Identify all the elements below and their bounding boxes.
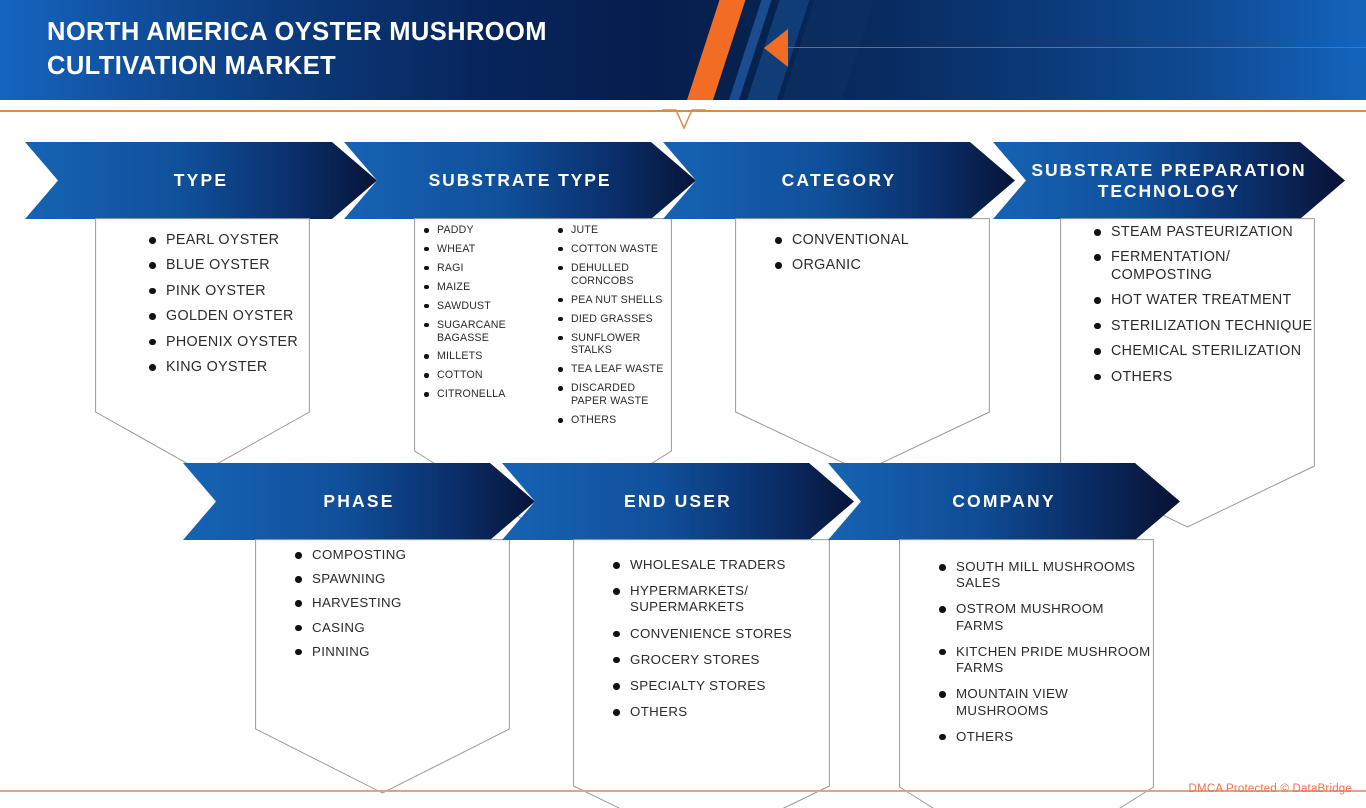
list-item: JUTE (556, 224, 668, 237)
list-item: WHOLESALE TRADERS (611, 557, 830, 573)
list-item: WHEAT (422, 243, 542, 256)
panel-outline (899, 539, 1154, 808)
list-item: GROCERY STORES (611, 652, 830, 668)
segment-item-list: CONVENTIONAL ORGANIC (773, 232, 990, 275)
segment-banner[interactable]: PHASE (183, 463, 535, 540)
divider-notch-icon (662, 109, 706, 130)
list-item: MOUNTAIN VIEW MUSHROOMS (937, 686, 1154, 718)
header-rule (788, 47, 1366, 49)
footer-credit: DMCA Protected © DataBridge (1188, 783, 1352, 795)
header-divider-rule (0, 110, 1366, 112)
segment-item-list: WHOLESALE TRADERS HYPERMARKETS/ SUPERMAR… (611, 557, 830, 721)
list-item: PINNING (293, 644, 510, 660)
segment-panel: WHOLESALE TRADERS HYPERMARKETS/ SUPERMAR… (573, 539, 830, 808)
list-item: SAWDUST (422, 300, 542, 313)
list-item: ORGANIC (773, 257, 990, 274)
segment-panel: PADDY WHEAT RAGI MAIZE SAWDUST SUGARCANE… (414, 218, 672, 533)
panel-outline (1060, 218, 1315, 528)
segment-panel: STEAM PASTEURIZATION FERMENTATION/ COMPO… (1060, 218, 1315, 528)
list-item: PINK OYSTER (147, 283, 310, 300)
list-item: OSTROM MUSHROOM FARMS (937, 601, 1154, 633)
list-item: MAIZE (422, 281, 542, 294)
list-item: RAGI (422, 262, 542, 275)
segment-item-list-col1: PADDY WHEAT RAGI MAIZE SAWDUST SUGARCANE… (422, 224, 542, 433)
segment-item-list: PEARL OYSTER BLUE OYSTER PINK OYSTER GOL… (147, 232, 310, 377)
segment-item-list-col2: JUTE COTTON WASTE DEHULLED CORNCOBS PEA … (556, 224, 668, 433)
segment-item-list: STEAM PASTEURIZATION FERMENTATION/ COMPO… (1092, 224, 1315, 386)
segment-banner[interactable]: END USER (502, 463, 854, 540)
list-item: COMPOSTING (293, 547, 510, 563)
segment-banner[interactable]: SUBSTRATE TYPE (344, 142, 696, 219)
list-item: KING OYSTER (147, 359, 310, 376)
list-item: CHEMICAL STERILIZATION (1092, 343, 1315, 360)
segment-item-list: COMPOSTING SPAWNING HARVESTING CASING PI… (293, 547, 510, 660)
list-item: CONVENIENCE STORES (611, 626, 830, 642)
list-item: SUGARCANE BAGASSE (422, 319, 542, 345)
list-item: BLUE OYSTER (147, 257, 310, 274)
list-item: CITRONELLA (422, 388, 542, 401)
list-item: STERILIZATION TECHNIQUE (1092, 318, 1315, 335)
list-item: DISCARDED PAPER WASTE (556, 382, 668, 408)
list-item: DEHULLED CORNCOBS (556, 262, 668, 288)
list-item: PADDY (422, 224, 542, 237)
segment-title: TYPE (173, 170, 229, 190)
footer-divider-rule (0, 790, 1366, 792)
list-item: COTTON (422, 369, 542, 382)
segment-title: SUBSTRATE TYPE (428, 170, 612, 190)
segment-banner[interactable]: TYPE (25, 142, 377, 219)
list-item: OTHERS (611, 704, 830, 720)
segment-banner[interactable]: CATEGORY (663, 142, 1015, 219)
segment-item-list: SOUTH MILL MUSHROOMS SALES OSTROM MUSHRO… (937, 559, 1154, 745)
list-item: DIED GRASSES (556, 313, 668, 326)
list-item: TEA LEAF WASTE (556, 363, 668, 376)
list-item: FERMENTATION/ COMPOSTING (1092, 249, 1315, 284)
panel-outline (255, 539, 510, 794)
list-item: PHOENIX OYSTER (147, 334, 310, 351)
segment-panel: CONVENTIONAL ORGANIC (735, 218, 990, 473)
list-item: SPAWNING (293, 571, 510, 587)
segment-panel: SOUTH MILL MUSHROOMS SALES OSTROM MUSHRO… (899, 539, 1154, 808)
list-item: PEA NUT SHELLS (556, 294, 668, 307)
list-item: GOLDEN OYSTER (147, 308, 310, 325)
segment-banner[interactable]: COMPANY (828, 463, 1180, 540)
list-item: PEARL OYSTER (147, 232, 310, 249)
list-item: MILLETS (422, 350, 542, 363)
panel-outline (573, 539, 830, 808)
segment-title: PHASE (323, 491, 395, 511)
segment-title: COMPANY (952, 491, 1056, 511)
page-header: NORTH AMERICA OYSTER MUSHROOM CULTIVATIO… (0, 0, 1366, 100)
list-item: SOUTH MILL MUSHROOMS SALES (937, 559, 1154, 591)
segment-title: END USER (623, 491, 733, 511)
segment-panel: PEARL OYSTER BLUE OYSTER PINK OYSTER GOL… (95, 218, 310, 473)
page-title: NORTH AMERICA OYSTER MUSHROOM CULTIVATIO… (47, 18, 547, 80)
list-item: OTHERS (1092, 369, 1315, 386)
left-arrow-icon (764, 29, 788, 67)
list-item: HOT WATER TREATMENT (1092, 292, 1315, 309)
panel-outline (735, 218, 990, 473)
list-item: CONVENTIONAL (773, 232, 990, 249)
segment-panel: COMPOSTING SPAWNING HARVESTING CASING PI… (255, 539, 510, 794)
list-item: COTTON WASTE (556, 243, 668, 256)
segment-banner[interactable]: SUBSTRATE PREPARATION TECHNOLOGY (993, 142, 1345, 219)
panel-outline (95, 218, 310, 473)
list-item: STEAM PASTEURIZATION (1092, 224, 1315, 241)
list-item: KITCHEN PRIDE MUSHROOM FARMS (937, 644, 1154, 676)
segment-title: CATEGORY (781, 170, 897, 190)
list-item: CASING (293, 620, 510, 636)
list-item: SUNFLOWER STALKS (556, 332, 668, 358)
list-item: OTHERS (556, 414, 668, 427)
list-item: HYPERMARKETS/ SUPERMARKETS (611, 583, 830, 615)
segment-title: SUBSTRATE PREPARATION TECHNOLOGY (1031, 159, 1307, 201)
list-item: OTHERS (937, 729, 1154, 745)
list-item: HARVESTING (293, 595, 510, 611)
list-item: SPECIALTY STORES (611, 678, 830, 694)
